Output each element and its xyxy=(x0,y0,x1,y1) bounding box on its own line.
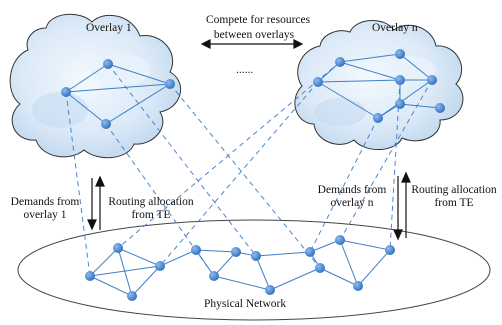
node xyxy=(395,99,405,109)
overlay-1-links xyxy=(65,63,171,125)
node xyxy=(305,247,315,257)
node xyxy=(103,59,113,69)
overlay-1-nodes xyxy=(61,59,175,129)
demands-right-label: Demands from overlay n xyxy=(310,184,394,210)
routing-left-line1: Routing allocation xyxy=(108,196,194,208)
right-arrows xyxy=(393,171,411,241)
overlay-n-label: Overlay n xyxy=(372,22,418,34)
node xyxy=(209,271,219,281)
node xyxy=(395,49,405,59)
node xyxy=(315,263,325,273)
node xyxy=(335,235,345,245)
node xyxy=(101,119,111,129)
node xyxy=(335,57,345,67)
node xyxy=(395,75,405,85)
node xyxy=(251,251,261,261)
demands-right-line2: overlay n xyxy=(330,197,374,209)
node xyxy=(373,113,383,123)
overlay-n-links xyxy=(317,53,441,119)
node xyxy=(265,285,275,295)
physical-network-label: Physical Network xyxy=(204,298,287,310)
demands-left-label: Demands from overlay 1 xyxy=(4,196,86,222)
compete-arrow xyxy=(200,39,304,49)
routing-right-label: Routing allocation from TE xyxy=(408,184,500,210)
demands-left-line2: overlay 1 xyxy=(23,209,67,221)
routing-left-label: Routing allocation from TE xyxy=(104,196,198,222)
node xyxy=(427,75,437,85)
compete-label: Compete for resources xyxy=(206,14,311,27)
overlay-1-label: Overlay 1 xyxy=(86,22,132,34)
overlay-1-cloud xyxy=(9,13,181,159)
overlay-n-nodes xyxy=(313,49,445,123)
node xyxy=(231,247,241,257)
node xyxy=(155,261,165,271)
compete-label-line1: Compete for resources xyxy=(206,14,311,26)
routing-right-line2: from TE xyxy=(434,197,474,209)
compete-label-2: between overlays xyxy=(206,29,302,42)
node xyxy=(85,271,95,281)
node xyxy=(127,291,137,301)
demands-right-line1: Demands from xyxy=(317,184,387,196)
overlay-n-cloud xyxy=(294,20,464,150)
node xyxy=(385,245,395,255)
node xyxy=(353,281,363,291)
left-arrows xyxy=(87,175,105,231)
compete-label-line2: between overlays xyxy=(213,29,295,41)
node xyxy=(191,245,201,255)
node xyxy=(113,243,123,253)
node xyxy=(435,103,445,113)
demands-left-line1: Demands from xyxy=(10,196,80,208)
physical-links xyxy=(89,239,391,297)
ellipsis-label: ...... xyxy=(236,64,254,76)
routing-right-line1: Routing allocation xyxy=(411,184,497,196)
node xyxy=(61,87,71,97)
physical-nodes xyxy=(85,235,395,301)
mapping-dashed-lines xyxy=(65,61,433,277)
routing-left-line2: from TE xyxy=(131,209,171,221)
node xyxy=(313,77,323,87)
node xyxy=(165,79,175,89)
